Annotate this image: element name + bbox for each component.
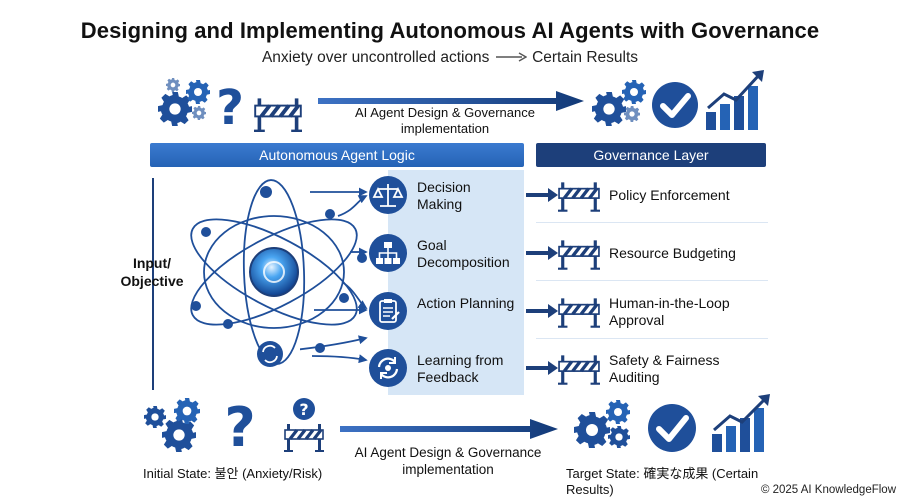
governance-item-label: Safety & Fairness Auditing [609,352,720,385]
gears-icon [158,78,210,126]
clipboard-icon [369,292,407,330]
logic-step-label: Action Planning [417,295,515,311]
logic-step-action: Action Planning [368,291,518,331]
bottom-progress-arrow [340,419,558,439]
barrier-icon [254,96,302,132]
logic-step-label: Goal Decomposition [417,237,510,270]
question-mark-icon: ? [216,82,244,132]
logic-step-decision: Decision Making [368,175,518,215]
growth-chart-icon [712,394,770,452]
svg-text:?: ? [224,398,255,454]
governance-item-policy: Policy Enforcement [558,178,768,214]
svg-text:?: ? [299,400,308,419]
gears-icon [574,400,630,448]
logic-header: Autonomous Agent Logic [150,143,524,167]
logic-panel [388,170,524,395]
copyright-footer: © 2025 AI KnowledgeFlow [760,484,896,496]
top-arrow-label: AI Agent Design & Governance implementat… [355,105,535,136]
barrier-icon [558,180,600,212]
checkmark-icon [652,82,698,128]
logic-step-goal: Goal Decomposition [368,233,518,273]
gears-icon [144,398,200,452]
checkmark-icon [648,404,696,452]
row-divider [536,222,768,223]
subtitle: Anxiety over uncontrolled actions Certai… [0,49,900,67]
target-state-label: Target State: 確実な成果 (Certain Results) [566,466,759,497]
top-progress-arrow [318,91,584,111]
logic-step-label: Learning from Feedback [417,352,504,385]
hierarchy-icon [369,234,407,272]
logic-arrows [300,187,368,364]
logic-step-learning: Learning from Feedback [368,348,518,388]
cycle-icon [369,349,407,387]
governance-arrows [526,188,558,375]
question-mark-icon: ? [224,398,255,454]
governance-item-safety: Safety & Fairness Auditing [558,351,768,387]
governance-item-label: Human-in-the-Loop Approval [609,295,730,328]
governance-item-hitl: Human-in-the-Loop Approval [558,294,768,330]
barrier-icon [558,296,600,328]
input-bracket [152,178,154,390]
initial-state-label: Initial State: 불안 (Anxiety/Risk) [143,466,323,481]
bottom-arrow-label: AI Agent Design & Governance implementat… [354,445,542,477]
gears-icon [592,80,646,126]
subtitle-to: Certain Results [532,49,639,67]
barrier-icon [558,353,600,385]
page-title: Designing and Implementing Autonomous AI… [80,18,820,43]
scales-icon [369,176,407,214]
svg-text:?: ? [216,82,244,132]
subtitle-arrow-icon [494,49,528,67]
logic-step-label: Decision Making [417,179,471,212]
governance-item-label: Policy Enforcement [609,187,730,203]
barrier-icon [558,238,600,270]
row-divider [536,280,768,281]
growth-chart-icon [706,70,764,130]
governance-item-label: Resource Budgeting [609,245,736,261]
row-divider [536,338,768,339]
governance-item-budget: Resource Budgeting [558,236,768,272]
input-label: Input/ Objective [120,255,184,289]
governance-header: Governance Layer [536,143,766,167]
subtitle-from: Anxiety over uncontrolled actions [261,49,490,67]
barrier-with-question-icon: ? [282,398,326,452]
